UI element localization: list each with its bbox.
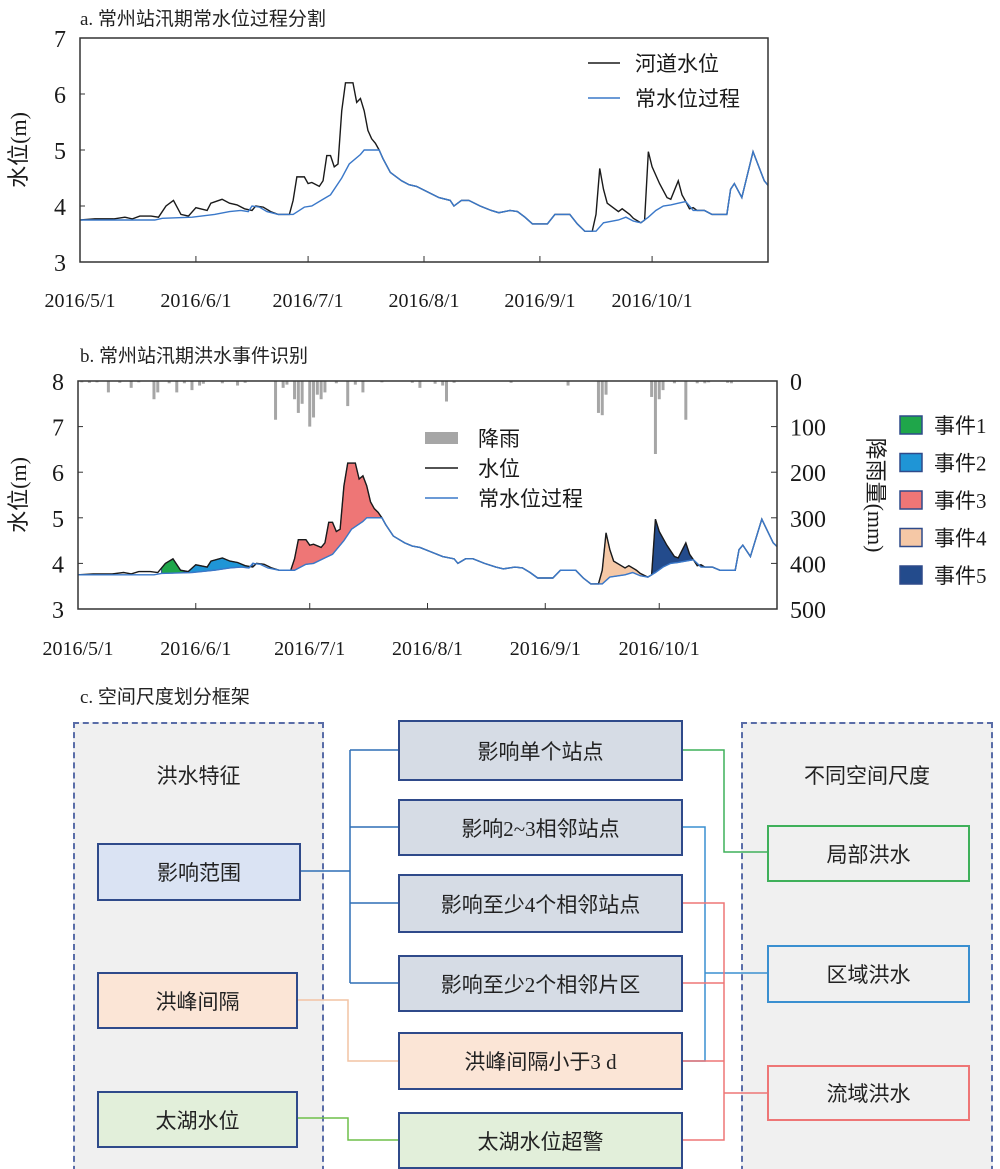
- event-legend-swatch: [899, 565, 923, 585]
- y-right-tick-label: 300: [790, 507, 826, 533]
- y-tick-label: 5: [54, 139, 66, 165]
- features-header: 洪水特征: [156, 764, 241, 788]
- legend-label: 常水位过程: [635, 87, 740, 111]
- feature-influence-range: 影响范围: [97, 843, 301, 901]
- event-legend-label: 事件3: [934, 489, 987, 513]
- feature-taihu-level: 太湖水位: [97, 1091, 298, 1148]
- x-tick-label: 2016/8/1: [388, 290, 459, 312]
- event-legend-label: 事件4: [934, 527, 987, 551]
- scale-basin-flood: 流域洪水: [767, 1065, 970, 1121]
- legend-label: 水位: [478, 457, 520, 481]
- connector-basin-flood: [683, 902, 767, 1141]
- y-axis-label: 水位(m): [6, 457, 31, 533]
- chart-a-title: a. 常州站汛期常水位过程分割: [80, 9, 326, 30]
- y-tick-label: 4: [54, 195, 66, 221]
- y-tick-label: 7: [52, 416, 64, 442]
- connector-influence-range: [301, 749, 398, 984]
- y-right-tick-label: 0: [790, 370, 802, 396]
- chart-b-title: b. 常州站汛期洪水事件识别: [80, 346, 309, 367]
- y-right-axis-label: 降雨量(mm): [863, 438, 888, 553]
- event-legend-swatch: [899, 452, 923, 473]
- y-tick-label: 5: [52, 507, 64, 533]
- x-tick-label: 2016/9/1: [504, 290, 575, 312]
- x-tick-label: 2016/10/1: [612, 290, 693, 312]
- legend-label: 降雨: [478, 427, 520, 451]
- normal-level-line: [78, 517, 778, 585]
- connector-regional-flood: [683, 826, 767, 1062]
- event-legend-label: 事件2: [934, 452, 987, 476]
- criterion-2-zones: 影响至少2个相邻片区: [398, 955, 683, 1012]
- x-tick-label: 2016/7/1: [273, 290, 344, 312]
- y-axis-label: 水位(m): [6, 112, 31, 188]
- connector-taihu-level: [298, 1117, 398, 1141]
- scale-regional-flood: 区域洪水: [767, 945, 970, 1003]
- y-tick-label: 4: [52, 552, 64, 578]
- event-legend-swatch: [899, 527, 923, 548]
- legend-rain-swatch: [425, 432, 458, 444]
- x-tick-label: 2016/5/1: [44, 290, 115, 312]
- x-tick-label: 2016/6/1: [160, 290, 231, 312]
- event-legend-swatch: [899, 415, 923, 435]
- criterion-2-3-stations: 影响2~3相邻站点: [398, 799, 683, 856]
- scales-header: 不同空间尺度: [804, 764, 930, 788]
- criterion-taihu-warning: 太湖水位超警: [398, 1112, 683, 1169]
- x-tick-label: 2016/5/1: [42, 638, 113, 660]
- y-tick-label: 3: [54, 251, 66, 277]
- y-tick-label: 6: [54, 83, 66, 109]
- x-tick-label: 2016/6/1: [160, 638, 231, 660]
- y-tick-label: 3: [52, 598, 64, 624]
- y-tick-label: 8: [52, 370, 64, 396]
- event-legend-swatch: [899, 490, 923, 510]
- criterion-single-station: 影响单个站点: [398, 720, 683, 781]
- feature-peak-interval: 洪峰间隔: [97, 972, 298, 1029]
- criterion-4-stations: 影响至少4个相邻站点: [398, 874, 683, 933]
- event-legend-label: 事件5: [934, 564, 987, 588]
- y-right-tick-label: 200: [790, 461, 826, 487]
- y-right-tick-label: 400: [790, 552, 826, 578]
- connector-peak-interval: [298, 999, 398, 1062]
- diagram-title: c. 空间尺度划分框架: [80, 687, 250, 708]
- y-tick-label: 7: [54, 27, 66, 53]
- x-tick-label: 2016/9/1: [510, 638, 581, 660]
- legend-label: 河道水位: [635, 52, 719, 76]
- legend-label: 常水位过程: [478, 487, 583, 511]
- chart-a-water-level-separation: 3 4 5 6 7 2016/5/1 2016/6/1 2016/7/1 2016/8/1 201…: [6, 27, 769, 312]
- chart-b-flood-event-identification: 3 4 5 6 7 8 2016/5/1 2016/6/1 2016/7/1 2016/8/1 20…: [6, 370, 987, 660]
- criterion-peak-interval-3d: 洪峰间隔小于3 d: [398, 1032, 683, 1090]
- y-tick-label: 6: [52, 461, 64, 487]
- x-tick-label: 2016/7/1: [274, 638, 345, 660]
- y-right-tick-label: 100: [790, 416, 826, 442]
- y-right-tick-label: 500: [790, 598, 826, 624]
- event-legend-label: 事件1: [934, 414, 987, 438]
- connector-local-flood: [683, 749, 767, 853]
- x-tick-label: 2016/10/1: [619, 638, 700, 660]
- normal-level-line: [80, 149, 769, 232]
- x-tick-label: 2016/8/1: [392, 638, 463, 660]
- scale-local-flood: 局部洪水: [767, 825, 970, 882]
